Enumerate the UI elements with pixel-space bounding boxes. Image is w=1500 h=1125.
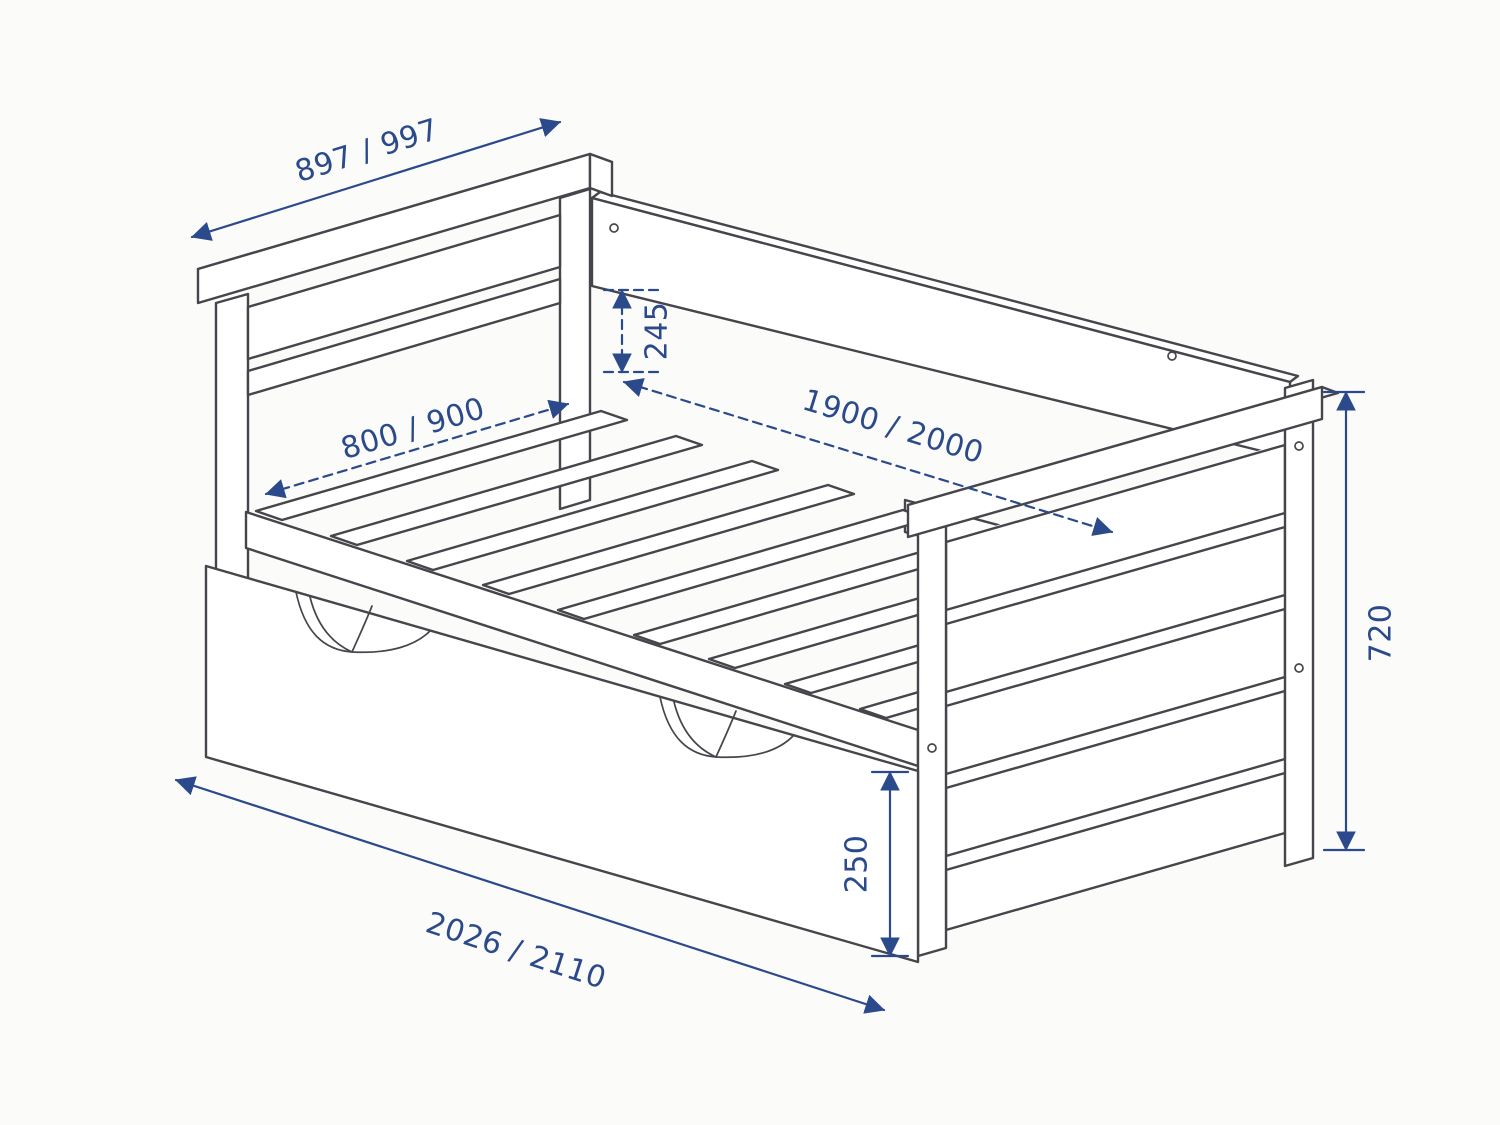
screw-icon xyxy=(1294,441,1304,451)
dim-rail-height-label: 245 xyxy=(640,302,675,361)
drawer-handle xyxy=(295,591,431,654)
headboard-board-thin xyxy=(246,277,562,397)
dim-inner-length-label: 1900 / 2000 xyxy=(798,383,987,472)
screw-icon xyxy=(1294,663,1304,673)
drawer-handle xyxy=(659,696,795,759)
drawer-handle-fold-line xyxy=(351,605,373,653)
screw-icon xyxy=(927,743,937,753)
headboard-cap-end-face xyxy=(588,152,614,198)
dim-headboard-width-label: 897 / 997 xyxy=(291,112,443,190)
dim-overall-length-arrow xyxy=(174,776,886,1014)
back-rail xyxy=(590,190,1300,460)
dim-inner-width-arrow xyxy=(264,399,570,499)
dim-overall-length-label: 2026 / 2110 xyxy=(421,905,610,996)
dim-drawer-height-label: 250 xyxy=(840,835,875,894)
footboard-back-post xyxy=(1283,378,1315,868)
drawer-handle-fold-line xyxy=(715,710,737,758)
dim-rail-height: 245 xyxy=(602,288,675,374)
headboard-board-wide xyxy=(246,213,562,361)
dim-inner-length-arrow xyxy=(622,378,1114,536)
footboard-front-post xyxy=(916,514,948,958)
screw-icon xyxy=(1167,351,1177,361)
headboard-left-post xyxy=(214,292,250,611)
back-rail-front-face xyxy=(590,196,1292,460)
dim-overall-height: 720 xyxy=(1322,390,1399,852)
drawer-handle-inner-curve xyxy=(309,596,353,653)
dim-inner-length: 1900 / 2000 xyxy=(622,378,1114,536)
dim-overall-height-label: 720 xyxy=(1364,604,1399,663)
dim-headboard-width-arrow xyxy=(190,118,562,241)
screw-icon xyxy=(609,223,619,233)
bed-drawing xyxy=(196,152,1340,964)
drawer-handle-inner-curve xyxy=(673,701,717,758)
